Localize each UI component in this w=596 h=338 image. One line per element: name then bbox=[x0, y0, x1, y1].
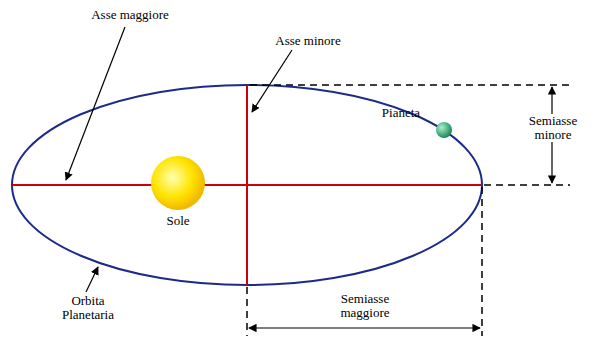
planet-label: Pianeta bbox=[370, 106, 432, 120]
sun-label: Sole bbox=[153, 214, 203, 228]
orbit-label: Orbita Planetaria bbox=[46, 294, 130, 322]
axis-label: Asse maggiore bbox=[75, 8, 185, 22]
dimension-label: Semiasse minore bbox=[522, 114, 584, 142]
axis-label: Asse minore bbox=[258, 34, 358, 48]
dimension-label: Semiasse maggiore bbox=[318, 292, 412, 320]
